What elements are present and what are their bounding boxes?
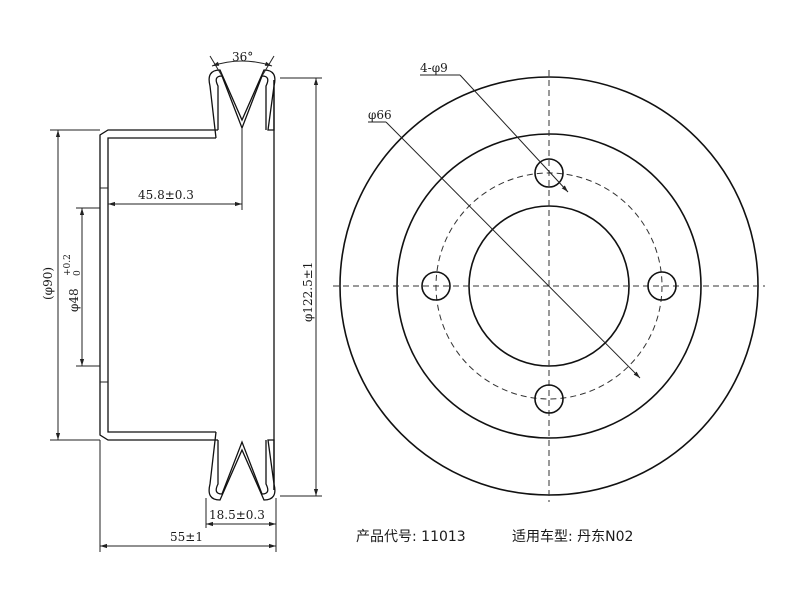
bolt-hole-right [647, 271, 677, 301]
bottom-v-groove-outer [215, 440, 269, 495]
pcd-label: φ66 [368, 108, 392, 122]
groove-offset-label: 18.5±0.3 [209, 508, 265, 522]
angle-arc [211, 60, 273, 67]
bolt-hole-left [421, 271, 451, 301]
product-code-text: 产品代号: 11013 [356, 529, 466, 545]
angle-ext-right [261, 55, 275, 77]
phi90-label: (φ90) [41, 267, 55, 300]
cup-outer-top [99, 129, 218, 142]
bore-label: φ48 [67, 288, 81, 312]
holes-leader-line [459, 74, 569, 193]
pcd-leader-line [385, 121, 641, 379]
vehicle-text: 适用车型: 丹东N02 [512, 528, 633, 545]
bore-tol-lower: 0 [73, 270, 83, 276]
cup-inner-top [107, 137, 216, 142]
caption: 产品代号: 11013 适用车型: 丹东N02 [356, 528, 633, 545]
rim-diameter-label: φ122.5±1 [301, 262, 315, 322]
depth-inner-label: 45.8±0.3 [138, 188, 194, 202]
cup-outer-bottom [99, 428, 218, 441]
bolt-hole-top [534, 158, 564, 188]
angle-ext-left [209, 55, 223, 77]
cup-inner-bottom [107, 428, 216, 433]
holes-label: 4-φ9 [420, 61, 448, 75]
bolt-hole-bottom [534, 384, 564, 414]
bore-tol-upper: +0.2 [63, 254, 73, 276]
top-v-groove-outer [215, 75, 269, 130]
angle-label: 36° [232, 50, 253, 64]
overall-width-label: 55±1 [170, 530, 203, 544]
front-view: 4-φ9 φ66 [333, 61, 765, 502]
side-section-view: 36° 45.8±0.3 (φ90) φ48 +0.2 0 φ122.5±1 1… [41, 50, 322, 552]
